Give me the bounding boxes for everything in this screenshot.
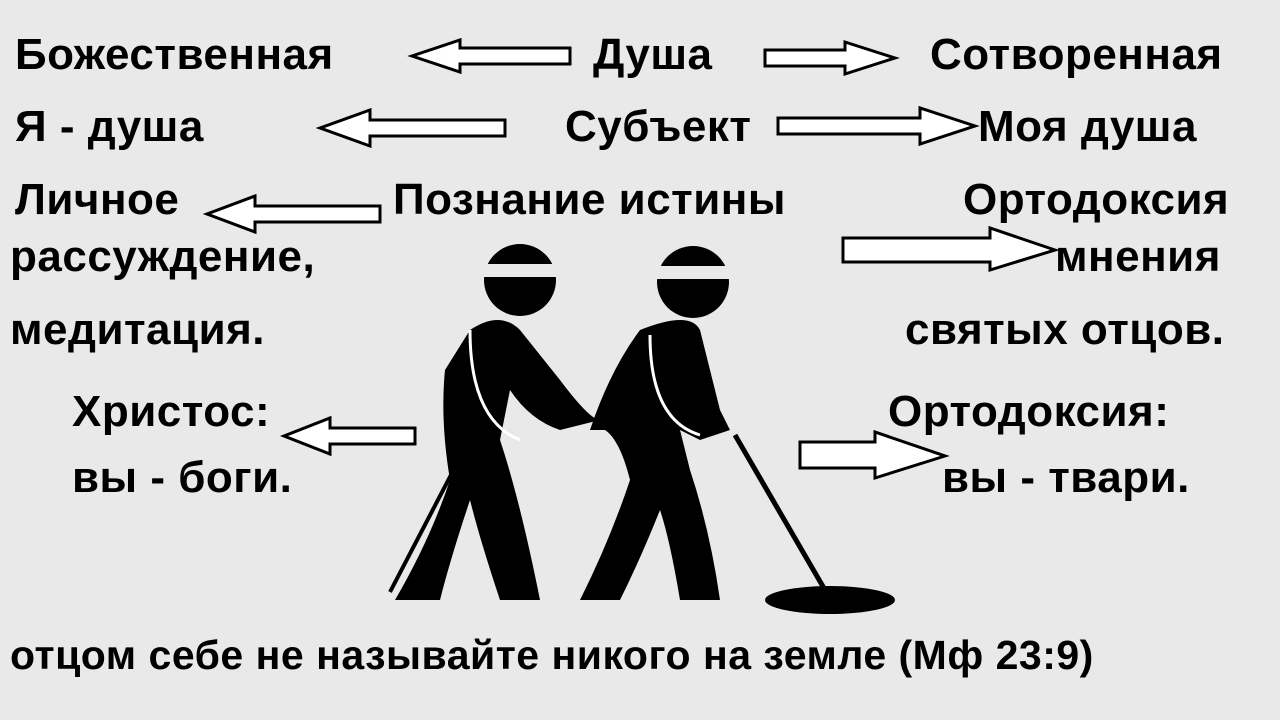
- arrow-right-icon: [841, 225, 1060, 273]
- label-divine: Божественная: [15, 30, 334, 79]
- label-created: Сотворенная: [930, 30, 1223, 79]
- label-subject: Субъект: [565, 102, 752, 151]
- arrow-right-icon: [776, 105, 980, 147]
- arrow-left-icon: [315, 107, 507, 149]
- label-soul: Душа: [593, 30, 713, 79]
- arrow-right-icon: [763, 39, 900, 77]
- arrow-right-icon: [798, 429, 950, 481]
- label-you-are-gods: вы - боги.: [72, 453, 293, 502]
- label-i-soul: Я - душа: [15, 102, 204, 151]
- arrow-left-icon: [279, 415, 417, 457]
- label-opinions: мнения: [1055, 232, 1221, 281]
- blind-figures-icon: [388, 244, 895, 614]
- arrow-left-icon: [407, 37, 572, 75]
- label-you-are-creatures: вы - твари.: [942, 453, 1190, 502]
- label-christ: Христос:: [72, 387, 271, 436]
- footer-quote: отцом себе не называйте никого на земле …: [10, 632, 1094, 678]
- label-personal: Личное: [15, 175, 180, 224]
- label-meditation: медитация.: [10, 305, 266, 354]
- label-holy-fathers: святых отцов.: [905, 305, 1225, 354]
- label-orthodoxy-2: Ортодоксия:: [888, 387, 1170, 436]
- label-my-soul: Моя душа: [978, 102, 1197, 151]
- label-reasoning: рассуждение,: [10, 232, 316, 281]
- arrow-left-icon: [202, 193, 382, 235]
- label-orthodoxy: Ортодоксия: [963, 175, 1230, 224]
- label-knowledge-truth: Познание истины: [393, 175, 786, 224]
